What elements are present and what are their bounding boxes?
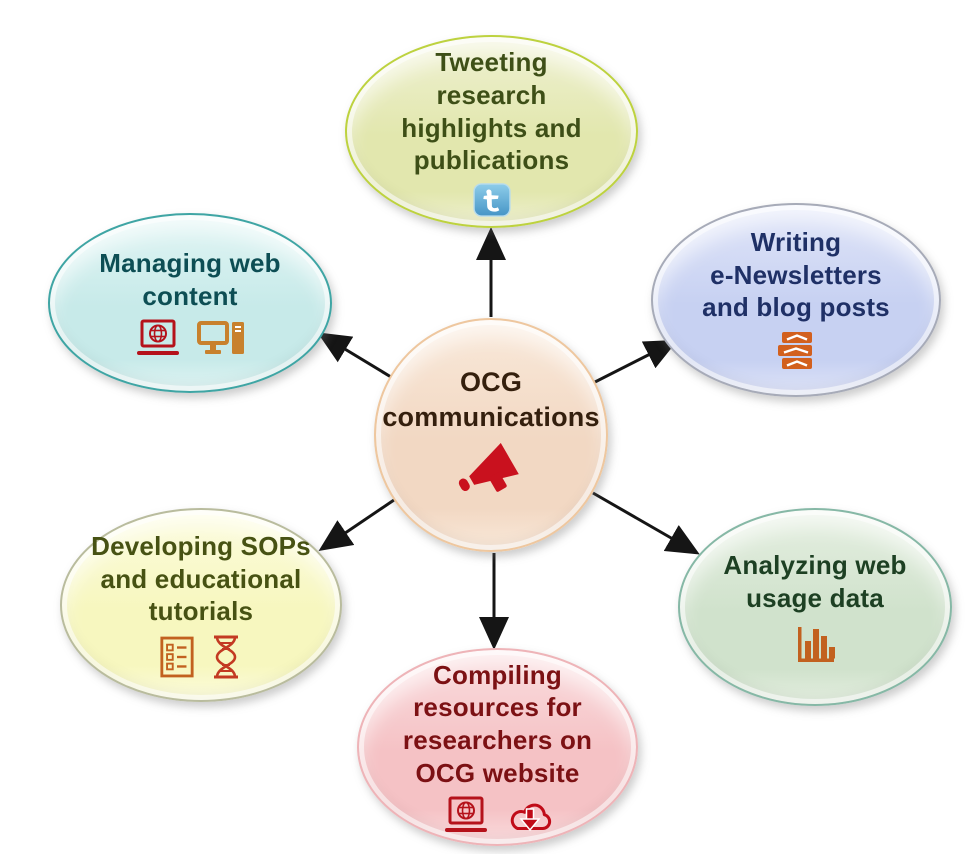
arrow-to-newsletters — [594, 339, 679, 384]
node-compiling-resources: Compiling resources for researchers on O… — [357, 648, 638, 846]
node-icons — [441, 796, 555, 836]
twitter-icon — [472, 183, 511, 217]
node-ocg-communications-hub: OCG communications — [374, 318, 608, 552]
hub-label: OCG communications — [382, 366, 600, 432]
node-icons — [133, 319, 247, 359]
node-label: Writing e-Newsletters and blog posts — [702, 226, 890, 323]
arrow-to-analytics — [592, 491, 700, 555]
cloud-download-icon — [505, 796, 555, 836]
node-label: Analyzing web usage data — [723, 550, 907, 613]
node-writing-newsletters: Writing e-Newsletters and blog posts — [651, 203, 941, 397]
node-managing-web-content: Managing web content — [48, 213, 332, 393]
node-tweeting-research: Tweeting research highlights and publica… — [345, 35, 638, 228]
node-label: Developing SOPs and educational tutorial… — [91, 530, 311, 627]
node-label: Managing web content — [99, 248, 281, 311]
laptop-globe-icon — [133, 319, 183, 359]
arrow-to-webcontent — [317, 332, 392, 379]
node-icons — [792, 621, 838, 665]
node-icons — [159, 634, 243, 680]
dna-icon — [209, 634, 243, 680]
checklist-icon — [159, 636, 195, 678]
node-developing-sops: Developing SOPs and educational tutorial… — [60, 508, 342, 702]
bar-chart-icon — [792, 621, 838, 665]
node-icons — [472, 183, 511, 217]
hub-icons — [453, 443, 529, 505]
node-icons — [773, 330, 819, 374]
arrow-to-sops — [318, 498, 395, 552]
node-analyzing-web-usage: Analyzing web usage data — [678, 508, 952, 706]
laptop-globe-icon — [441, 796, 491, 836]
node-label: Tweeting research highlights and publica… — [401, 47, 582, 176]
node-label: Compiling resources for researchers on O… — [402, 659, 593, 788]
desktop-computer-icon — [197, 319, 247, 359]
books-icon — [773, 330, 819, 374]
megaphone-icon — [453, 443, 529, 505]
